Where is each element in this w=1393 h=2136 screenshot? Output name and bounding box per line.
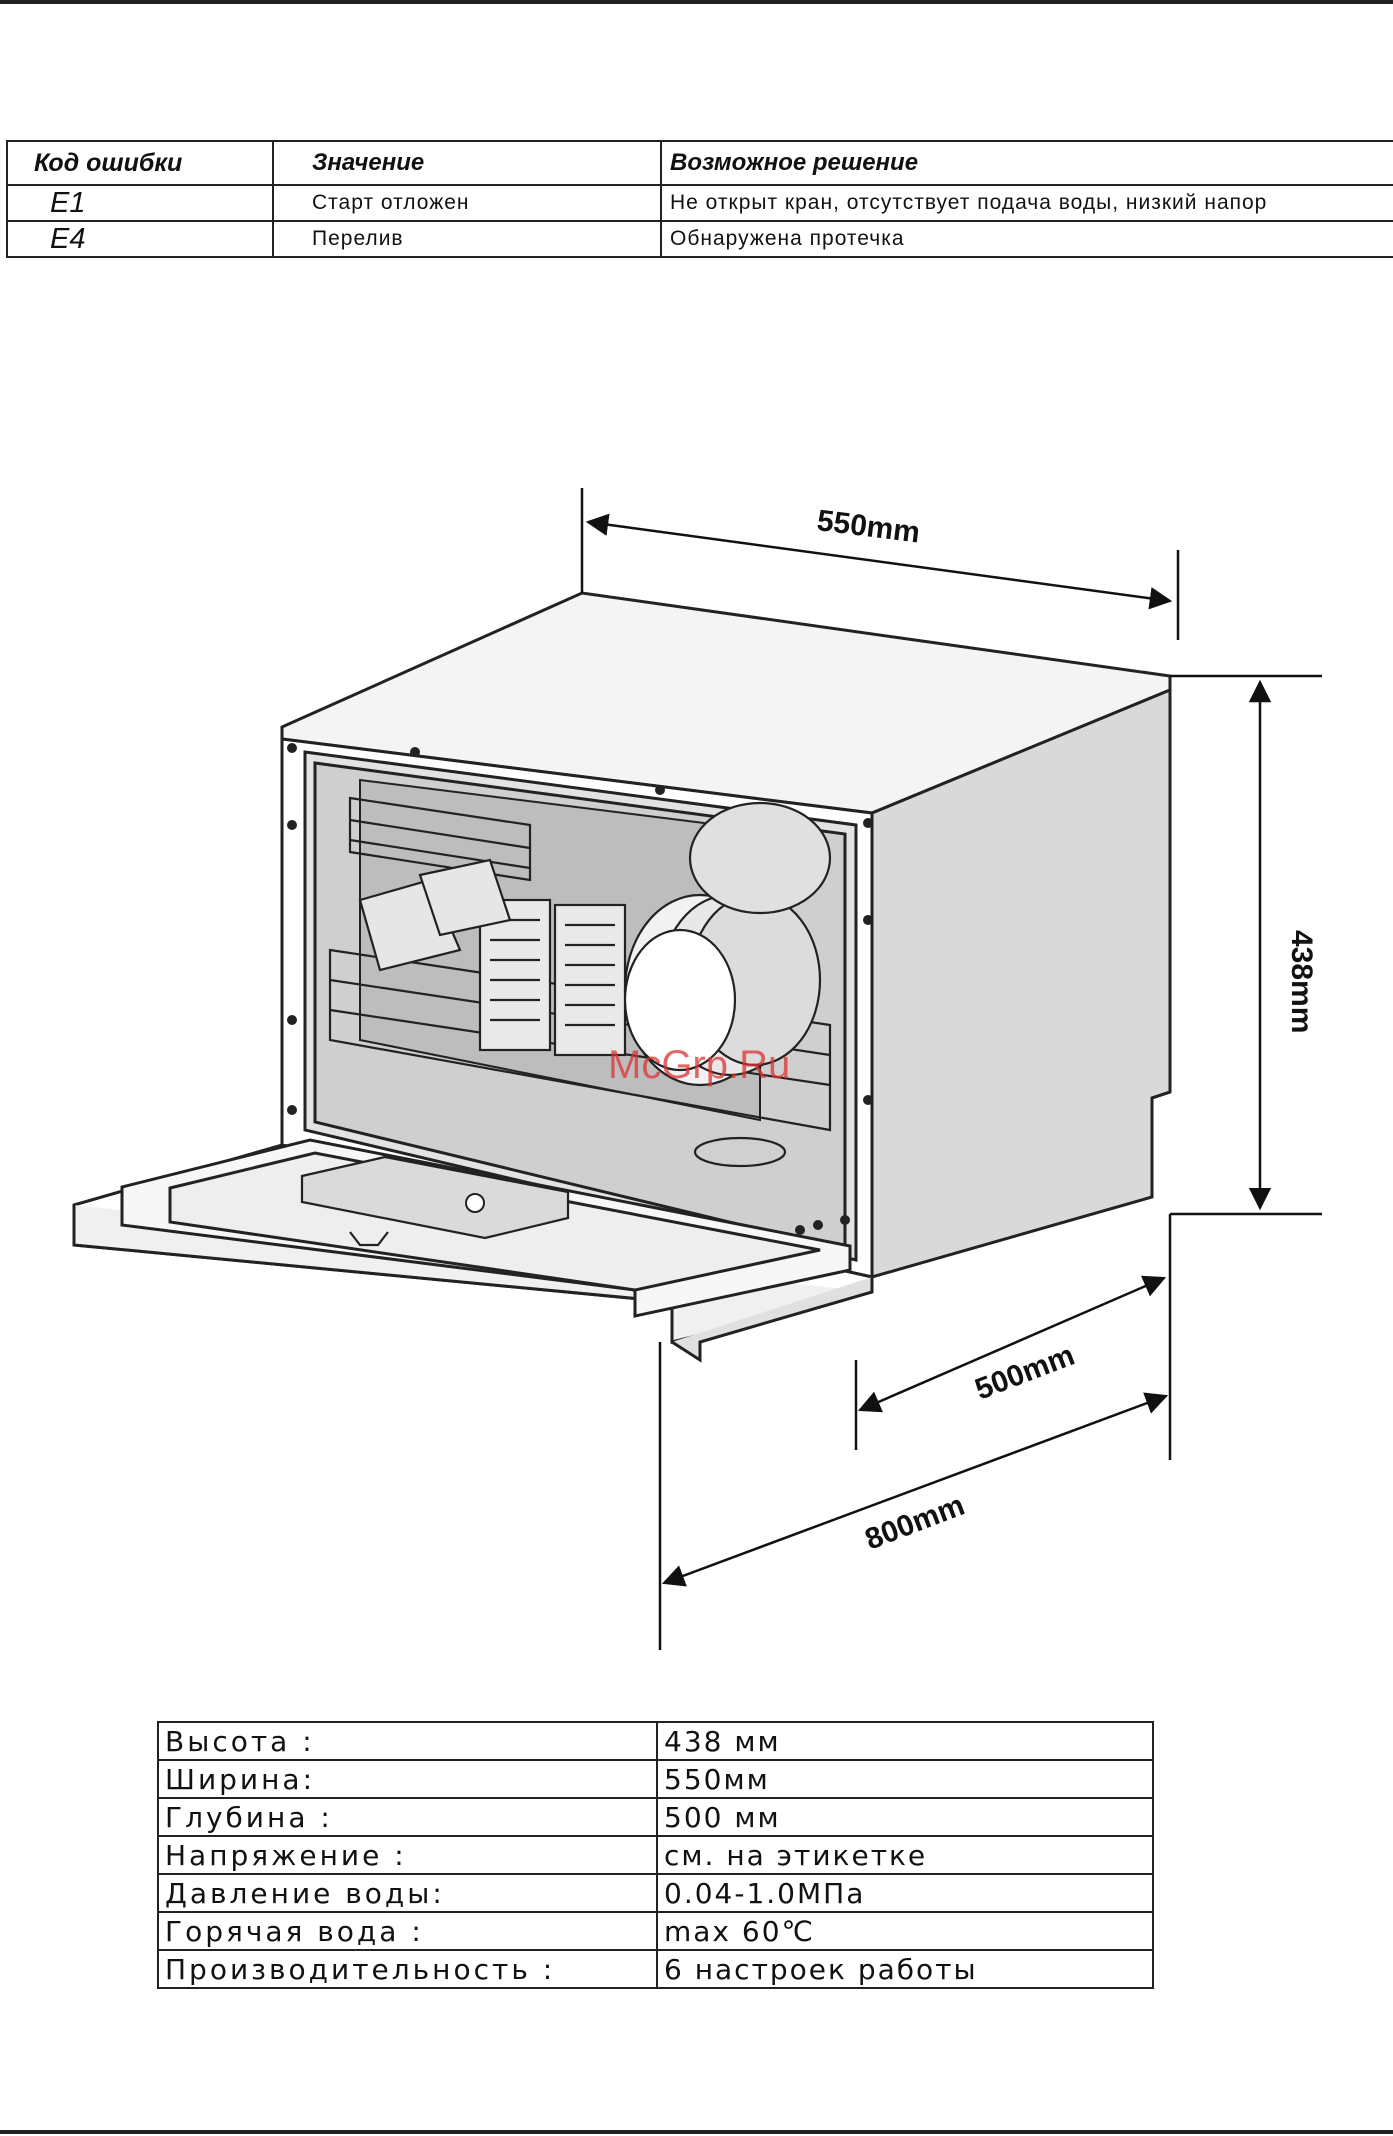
- error-meaning: Старт отложен: [272, 184, 662, 222]
- height-dimension-label: 438mm: [1285, 930, 1318, 1033]
- open-depth-dimension-label: 800mm: [861, 1489, 969, 1557]
- error-table-header: Код ошибки Значение Возможное решение: [6, 140, 1393, 186]
- spec-label: Напряжение :: [157, 1835, 658, 1875]
- spec-value: 0.04-1.0МПа: [656, 1873, 1154, 1913]
- table-row: E4 Перелив Обнаружена протечка: [6, 220, 1393, 258]
- header-code: Код ошибки: [6, 140, 274, 186]
- spec-label: Горячая вода :: [157, 1911, 658, 1951]
- spec-label: Давление воды:: [157, 1873, 658, 1913]
- error-code: E4: [6, 220, 274, 258]
- spec-label: Глубина :: [157, 1797, 658, 1837]
- spec-label: Высота :: [157, 1721, 658, 1761]
- dishwasher-dimension-drawing: 550mm 438mm 500mm 800mm McGrp.Ru: [72, 488, 1322, 1650]
- error-solution: Не открыт кран, отсутствует подача воды,…: [660, 184, 1393, 222]
- watermark: McGrp.Ru: [608, 1043, 790, 1087]
- error-code: E1: [6, 184, 274, 222]
- spec-value: см. на этикетке: [656, 1835, 1154, 1875]
- spec-value: max 60℃: [656, 1911, 1154, 1951]
- spec-label: Производительность :: [157, 1949, 658, 1989]
- table-row: Глубина : 500 мм: [157, 1797, 1154, 1837]
- spec-value: 500 мм: [656, 1797, 1154, 1837]
- error-meaning: Перелив: [272, 220, 662, 258]
- table-row: Напряжение : см. на этикетке: [157, 1835, 1154, 1875]
- bottom-rule: [0, 2130, 1393, 2134]
- error-solution: Обнаружена протечка: [660, 220, 1393, 258]
- dishwasher-illustration: [72, 591, 1172, 1363]
- spec-label: Ширина:: [157, 1759, 658, 1799]
- spec-value: 6 настроек работы: [656, 1949, 1154, 1989]
- table-row: Давление воды: 0.04-1.0МПа: [157, 1873, 1154, 1913]
- header-solution: Возможное решение: [660, 140, 1393, 186]
- table-row: Высота : 438 мм: [157, 1721, 1154, 1761]
- depth-dimension-label: 500mm: [971, 1339, 1079, 1407]
- width-dimension-label: 550mm: [815, 504, 922, 549]
- table-row: Ширина: 550мм: [157, 1759, 1154, 1799]
- top-rule: [0, 0, 1393, 4]
- table-row: Производительность : 6 настроек работы: [157, 1949, 1154, 1989]
- table-row: E1 Старт отложен Не открыт кран, отсутст…: [6, 184, 1393, 222]
- header-meaning: Значение: [272, 140, 662, 186]
- specifications-table: Высота : 438 мм Ширина: 550мм Глубина : …: [157, 1721, 1154, 1989]
- error-code-table: Код ошибки Значение Возможное решение E1…: [6, 140, 1393, 258]
- dimension-lines: [580, 488, 1322, 1650]
- table-row: Горячая вода : max 60℃: [157, 1911, 1154, 1951]
- spec-value: 438 мм: [656, 1721, 1154, 1761]
- spec-value: 550мм: [656, 1759, 1154, 1799]
